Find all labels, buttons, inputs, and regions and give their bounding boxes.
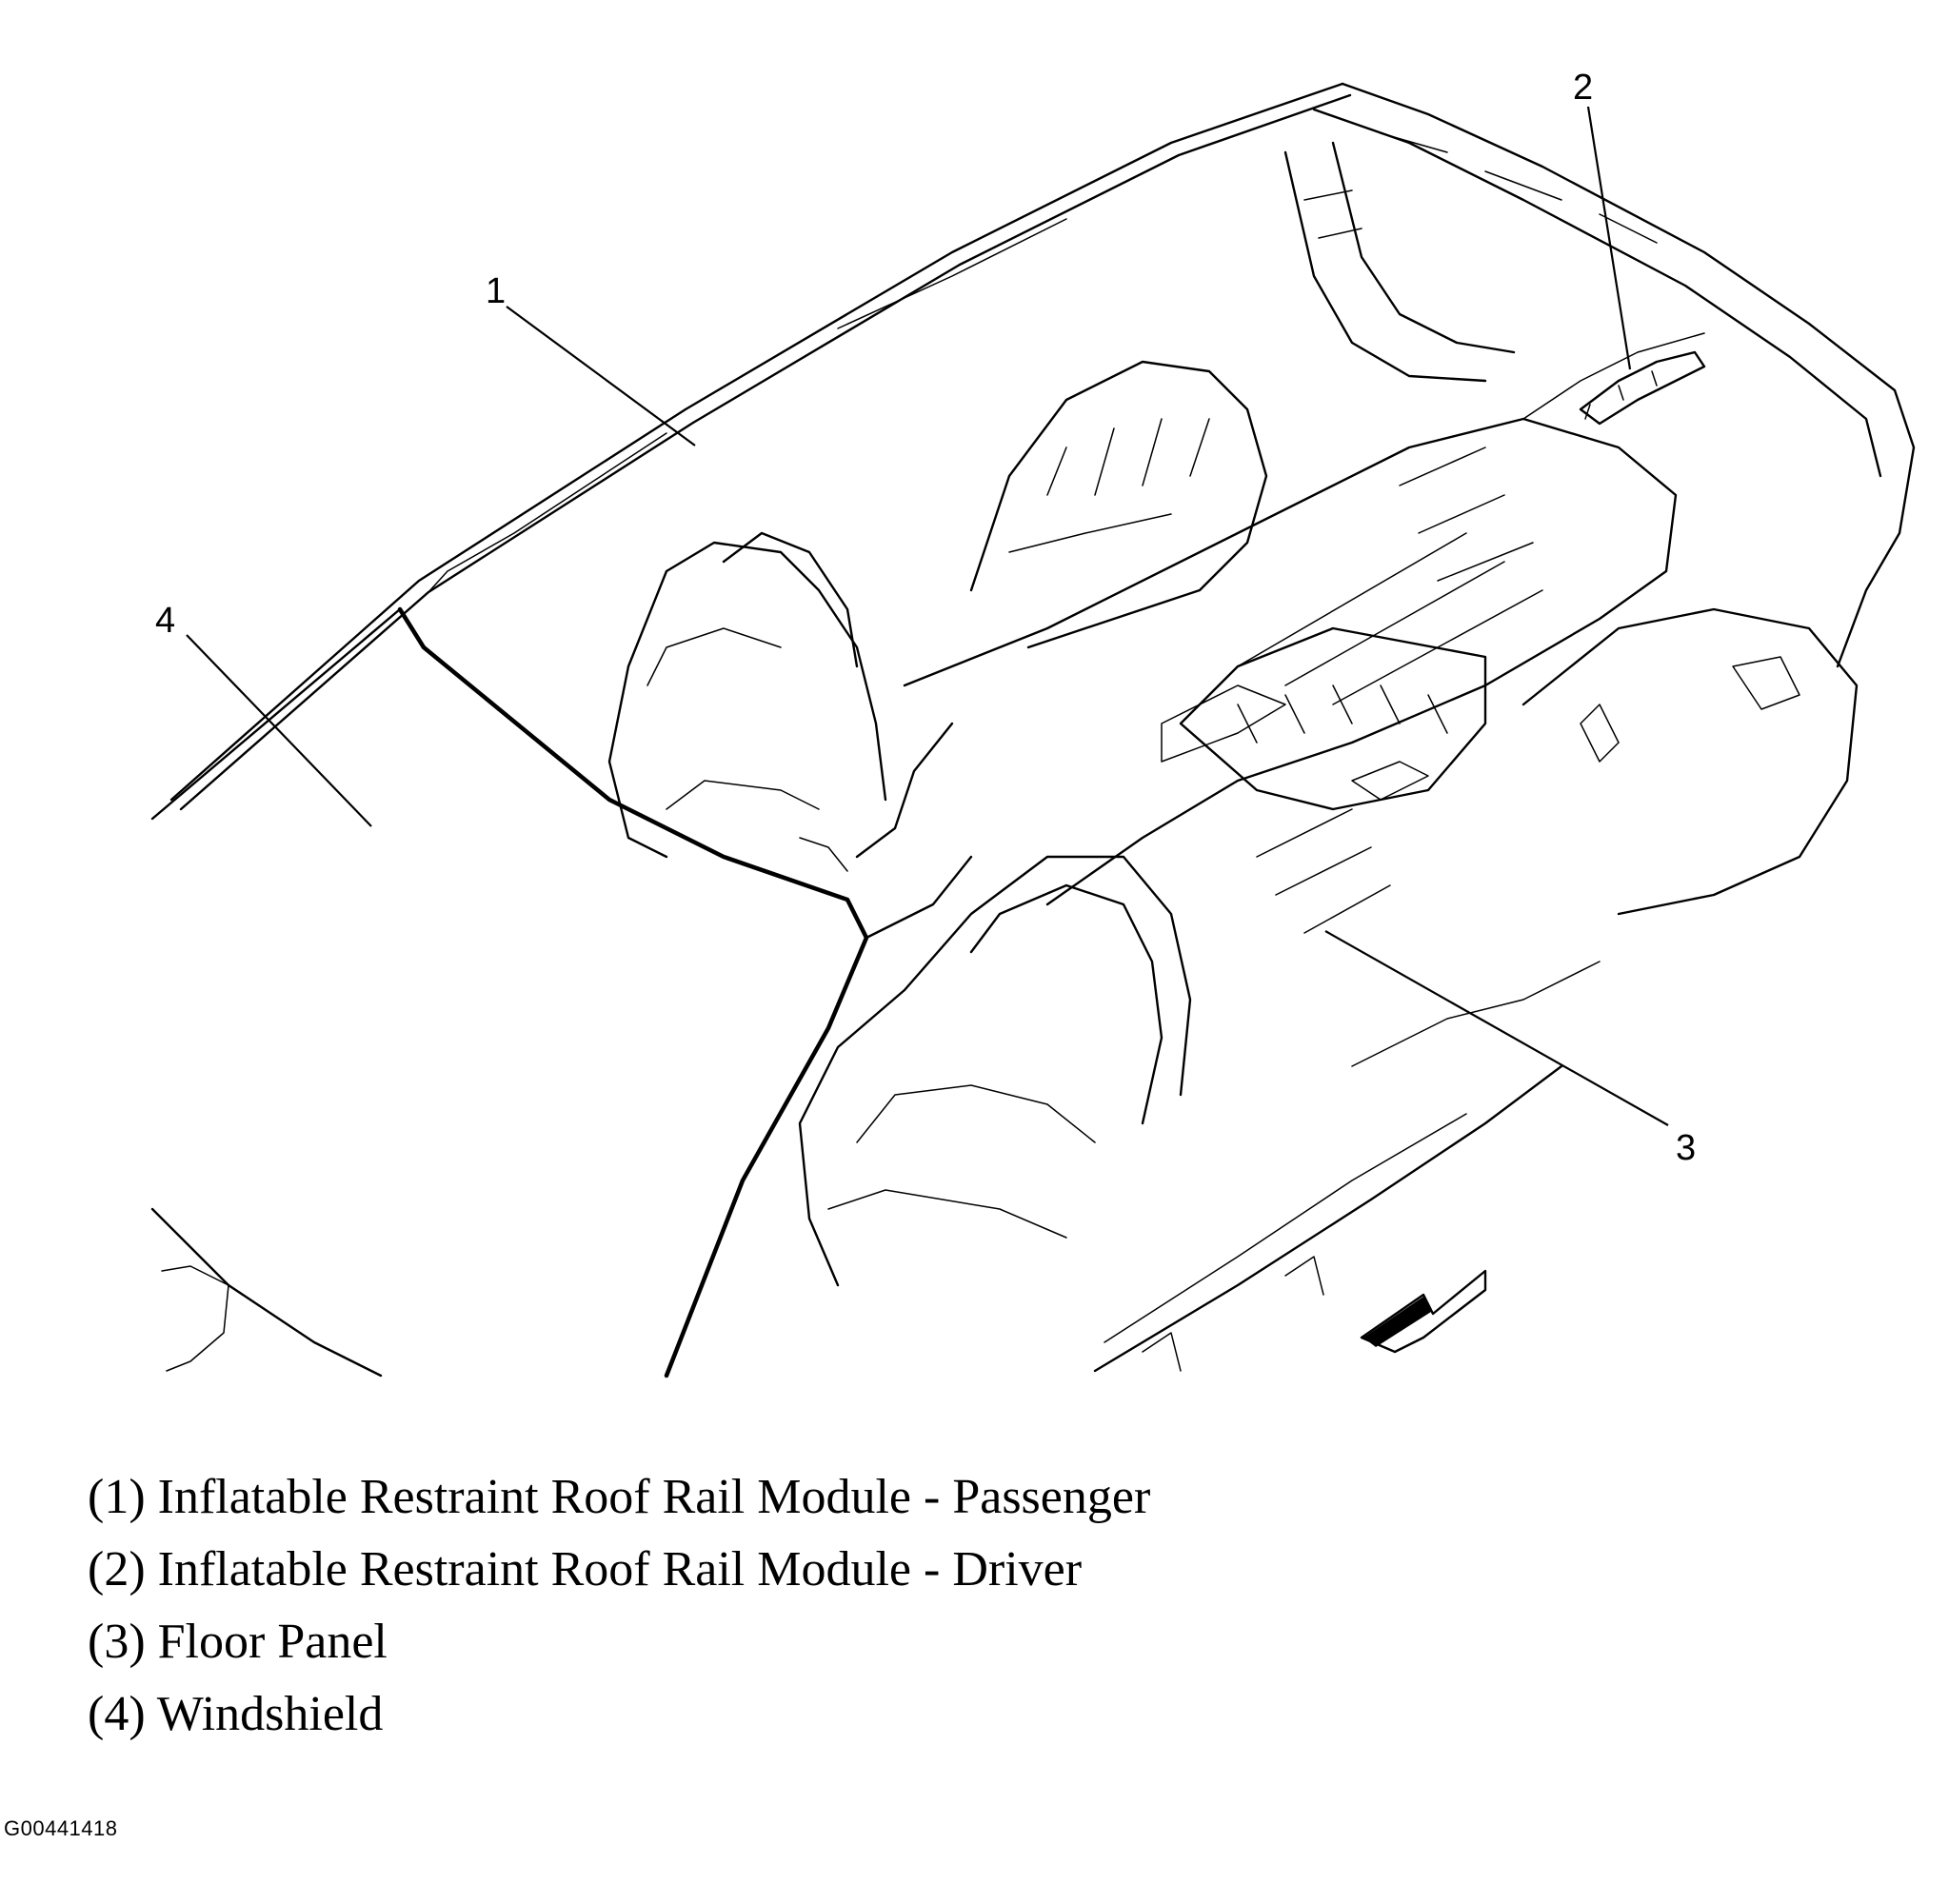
callout-leaders: [186, 106, 1669, 1126]
leader-line-1: [506, 306, 696, 446]
leader-line-2: [1586, 106, 1632, 370]
quarter-panel-driver: [1521, 607, 1859, 916]
front-passenger-seat: [607, 531, 887, 859]
a-pillar-passenger: [799, 722, 973, 940]
legend-item-1: (1) Inflatable Restraint Roof Rail Modul…: [88, 1470, 1151, 1524]
roof-rail-module-driver: [1522, 332, 1706, 426]
callout-number-1: 1: [486, 271, 506, 311]
windshield: [150, 606, 869, 1378]
rocker-driver: [1093, 1064, 1563, 1373]
roof-rail-driver: [1312, 82, 1916, 668]
leader-line-3: [1324, 930, 1669, 1126]
forward-direction-arrow-icon: [1360, 1269, 1487, 1354]
legend-item-3: (3) Floor Panel: [88, 1615, 388, 1669]
floor-panel: [903, 417, 1678, 1067]
callout-number-4: 4: [155, 601, 175, 641]
legend-item-4: (4) Windshield: [88, 1687, 384, 1741]
rear-wheelhouse-passenger: [969, 360, 1268, 649]
rear-seat-pan: [1179, 626, 1487, 811]
legend-item-2: (2) Inflatable Restraint Roof Rail Modul…: [88, 1542, 1083, 1597]
roof-rail-passenger: [169, 82, 1352, 811]
callout-number-2: 2: [1573, 68, 1593, 108]
callout-number-3: 3: [1676, 1128, 1696, 1168]
parts-legend: (1) Inflatable Restraint Roof Rail Modul…: [88, 1461, 1150, 1751]
figure-id: G00441418: [4, 1816, 118, 1840]
vehicle-body-illustration: 1 2 3 4: [150, 68, 1916, 1378]
b-pillar-driver: [1283, 141, 1516, 383]
front-driver-seat: [798, 855, 1192, 1287]
leader-line-4: [186, 634, 372, 827]
